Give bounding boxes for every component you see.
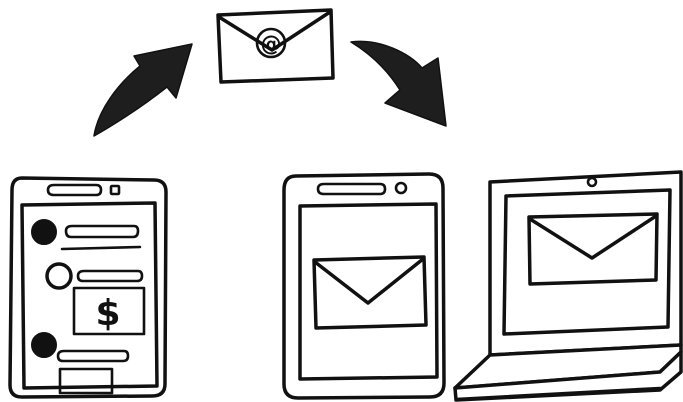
- tablet-icon: [284, 174, 444, 398]
- smartphone-icon: $: [10, 178, 166, 397]
- dollar-sign: $: [95, 293, 120, 334]
- curved-arrow-down-icon: [351, 41, 446, 126]
- avatar: [32, 333, 56, 357]
- laptop-icon: [455, 172, 681, 400]
- envelope-at-icon: @: [218, 10, 333, 82]
- avatar: [32, 220, 56, 244]
- at-sign: @: [261, 32, 282, 56]
- curved-arrow-up-icon: [94, 44, 192, 136]
